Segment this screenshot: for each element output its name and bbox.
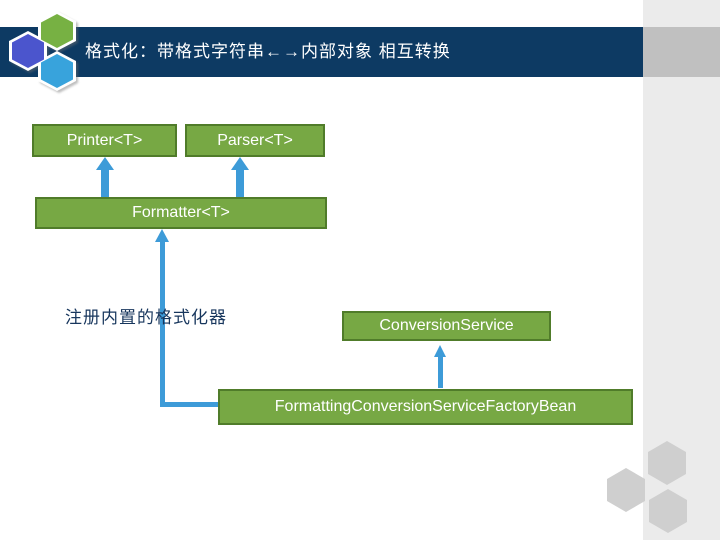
purple-hexagon-icon	[12, 34, 44, 68]
up-arrow-formatter-to-printer	[96, 157, 114, 197]
formatter-box-label: Formatter<T>	[132, 204, 230, 221]
conversion-service-box-label: ConversionService	[379, 317, 514, 334]
arrowhead-icon	[434, 345, 446, 357]
factory-bean-box: FormattingConversionServiceFactoryBean	[218, 389, 633, 425]
conversion-service-box: ConversionService	[342, 311, 551, 341]
parser-box-label: Parser<T>	[217, 131, 293, 149]
up-arrow-formatter-to-parser	[231, 157, 249, 197]
printer-box-label: Printer<T>	[66, 131, 143, 149]
hexagon-logo-icon	[0, 0, 110, 100]
gray-hexagon-icon	[607, 468, 645, 512]
arrowhead-icon	[155, 229, 169, 242]
printer-box: Printer<T>	[32, 124, 177, 157]
elbow-connector-vertical	[160, 241, 165, 407]
arrowhead-icon	[231, 157, 249, 170]
arrowhead-icon	[96, 157, 114, 170]
elbow-connector-horizontal	[160, 402, 218, 407]
factory-bean-box-label: FormattingConversionServiceFactoryBean	[274, 398, 577, 415]
arrow-stem	[101, 169, 109, 197]
up-arrow-factorybean-to-conversionservice	[434, 345, 447, 388]
slide-title: 格式化：带格式字符串←→内部对象 相互转换	[85, 42, 451, 61]
annotation-label: 注册内置的格式化器	[65, 308, 227, 327]
arrow-stem	[236, 169, 244, 197]
parser-box: Parser<T>	[185, 124, 325, 157]
header-gray-block	[643, 27, 720, 77]
header-bar: 格式化：带格式字符串←→内部对象 相互转换	[0, 27, 643, 77]
formatter-box: Formatter<T>	[35, 197, 327, 229]
arrow-stem	[438, 356, 443, 388]
